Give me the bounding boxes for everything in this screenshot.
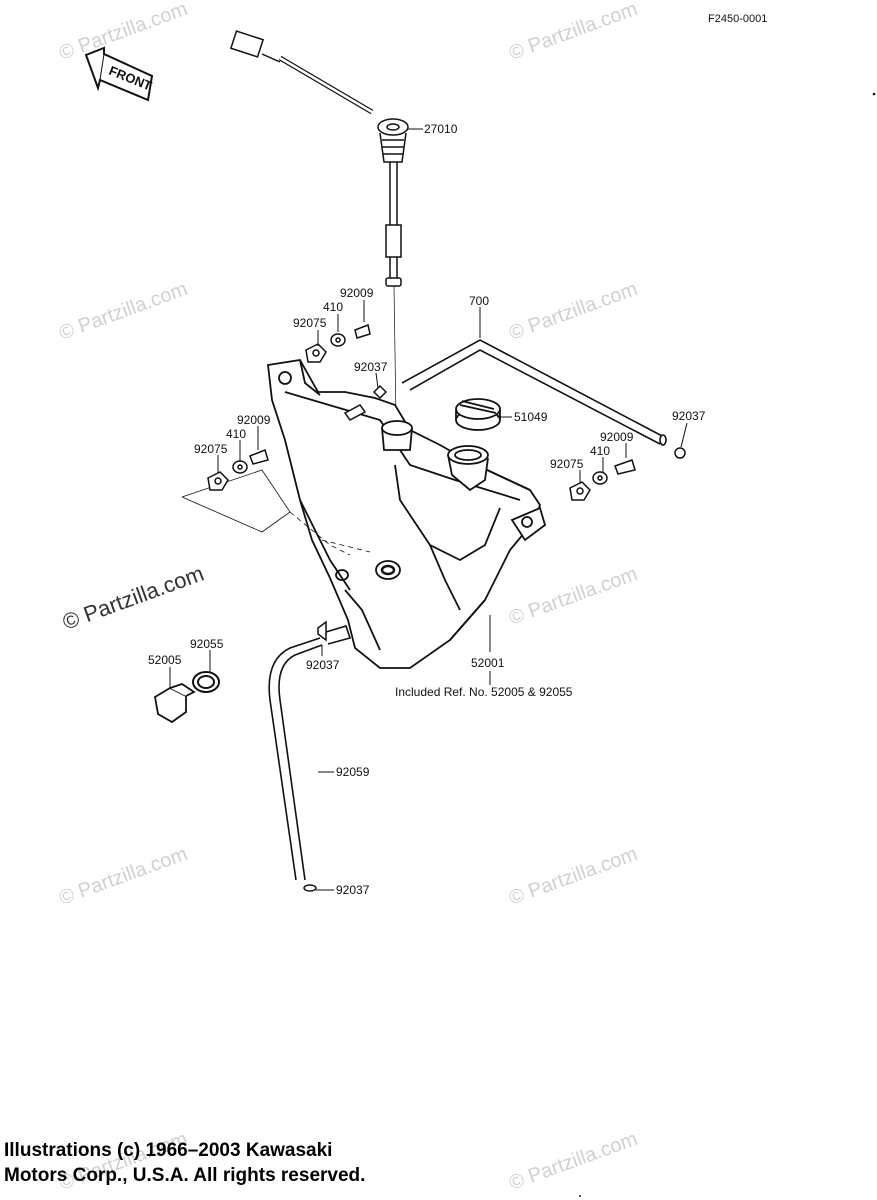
leader-lines (169, 128, 688, 891)
part-label-92037: 92037 (672, 409, 706, 423)
included-note: Included Ref. No. 52005 & 92055 (395, 685, 573, 699)
stray-dot (579, 1195, 581, 1197)
copyright-line-1: Illustrations (c) 1966–2003 Kawasaki (4, 1140, 333, 1161)
watermark: © Partzilla.com (56, 278, 190, 345)
sensor-boss (381, 420, 413, 451)
fastener-group-top-left (305, 323, 371, 363)
part-label-92075: 92075 (194, 442, 228, 456)
filler-neck (447, 445, 489, 492)
hose-92059 (268, 625, 352, 881)
clips-92037 (303, 384, 686, 892)
part-label-92059: 92059 (336, 765, 370, 779)
part-labels: 27010 92009 410 92075 700 92037 51049 92… (148, 122, 706, 897)
part-label-700: 700 (469, 294, 489, 308)
part-label-410: 410 (323, 300, 343, 314)
part-label-52005: 52005 (148, 653, 182, 667)
oil-tank-52001 (267, 359, 547, 669)
watermark: © Partzilla.com (506, 563, 640, 630)
filler-cap-51049 (455, 398, 501, 431)
watermark: © Partzilla.com (506, 1128, 640, 1195)
part-label-92055: 92055 (190, 637, 224, 651)
tank-fitting (343, 404, 367, 421)
figure-code: F2450-0001 (708, 13, 767, 25)
part-label-92009: 92009 (237, 413, 271, 427)
phantom-lines (181, 469, 371, 556)
watermark-prominent: © Partzilla.com (59, 561, 207, 635)
part-label-92037: 92037 (306, 658, 340, 672)
fastener-group-mid-left (207, 448, 269, 491)
copyright-notice: Illustrations (c) 1966–2003 Kawasaki Mot… (4, 1138, 365, 1188)
part-label-92075: 92075 (550, 457, 584, 471)
part-label-92075: 92075 (293, 316, 327, 330)
part-label-92037: 92037 (336, 883, 370, 897)
level-sensor-27010 (229, 30, 409, 421)
part-label-27010: 27010 (424, 122, 458, 136)
watermark: © Partzilla.com (56, 843, 190, 910)
part-label-92009: 92009 (600, 430, 634, 444)
watermark: © Partzilla.com (506, 278, 640, 345)
part-label-92037: 92037 (354, 360, 388, 374)
stray-dot (872, 92, 876, 96)
copyright-line-2: Motors Corp., U.S.A. All rights reserved… (4, 1165, 366, 1186)
watermark: © Partzilla.com (506, 843, 640, 910)
part-label-410: 410 (590, 444, 610, 458)
watermark: © Partzilla.com (56, 0, 190, 65)
part-label-410: 410 (226, 427, 246, 441)
watermark: © Partzilla.com (506, 0, 640, 65)
part-label-92009: 92009 (340, 286, 374, 300)
front-arrow: FRONT (84, 46, 154, 102)
part-label-52001: 52001 (471, 656, 505, 670)
vent-hose-700 (401, 339, 667, 446)
part-label-51049: 51049 (514, 410, 548, 424)
o-ring-92055 (192, 671, 220, 693)
drain-plug-52005 (154, 683, 196, 724)
